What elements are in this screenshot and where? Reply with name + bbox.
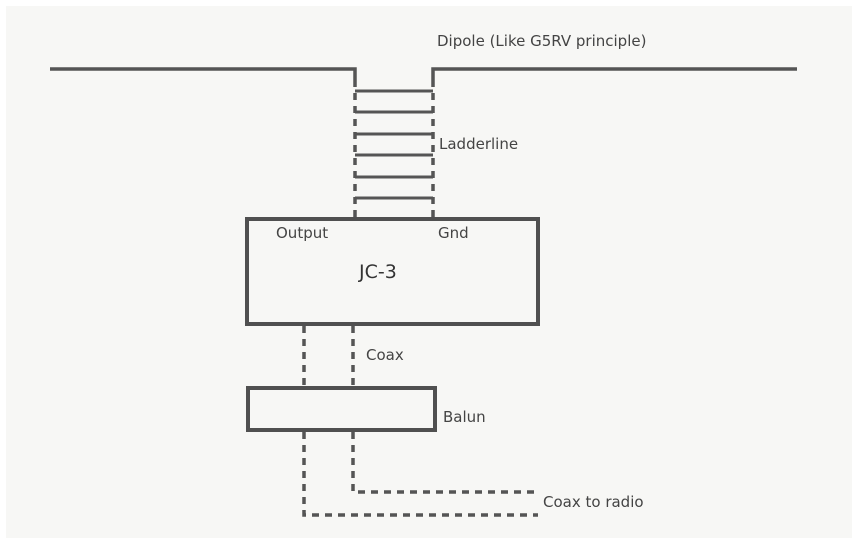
jc3-tuner-box	[245, 217, 540, 326]
coax-label: Coax	[366, 346, 404, 364]
ladderline-rungs	[355, 89, 433, 200]
tuner-gnd-label: Gnd	[438, 224, 469, 242]
coax-to-radio-outer	[302, 432, 538, 517]
tuner-name-label: JC-3	[359, 261, 397, 283]
dipole-label: Dipole (Like G5RV principle)	[437, 32, 647, 50]
coax-to-radio-label: Coax to radio	[543, 493, 644, 511]
dipole-right-arm	[431, 67, 797, 80]
balun-box	[246, 386, 437, 432]
tuner-output-label: Output	[276, 224, 329, 242]
ladderline-label: Ladderline	[439, 135, 519, 153]
coax-to-radio-inner	[351, 432, 538, 494]
balun-label: Balun	[443, 408, 486, 426]
dipole-left-arm	[50, 67, 357, 80]
